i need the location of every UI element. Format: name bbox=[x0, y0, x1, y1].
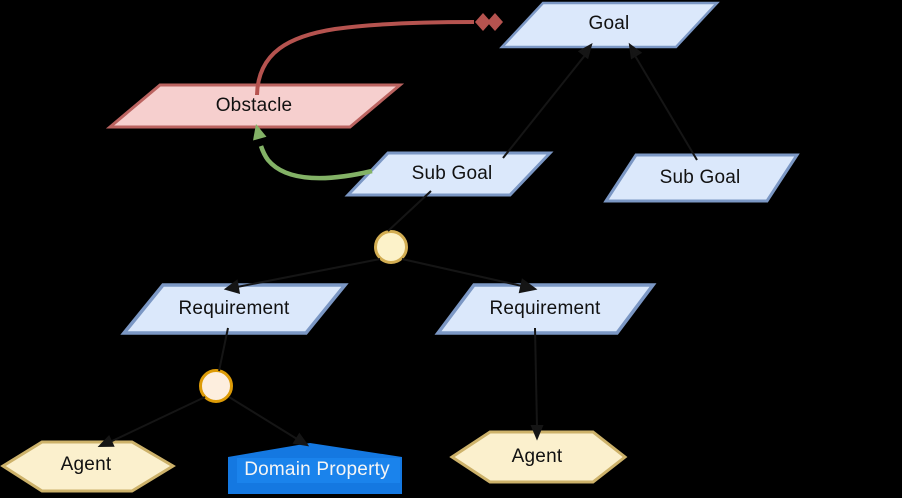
and-junction-upper[interactable] bbox=[374, 230, 408, 264]
agent-left-label: Agent bbox=[60, 454, 112, 475]
resolution-curve bbox=[258, 145, 373, 181]
refinement-link bbox=[109, 396, 206, 443]
node-requirement-left[interactable] bbox=[120, 283, 349, 335]
refinement-link bbox=[401, 258, 523, 287]
resolution-link bbox=[253, 124, 373, 181]
arrowhead-icon bbox=[577, 42, 593, 60]
domain-property-label: Domain Property bbox=[244, 459, 390, 480]
node-goal[interactable] bbox=[499, 1, 720, 49]
refinement-link bbox=[534, 327, 538, 428]
node-obstacle[interactable] bbox=[105, 83, 405, 129]
double-diamond-icon bbox=[475, 13, 491, 31]
arrowhead-icon bbox=[292, 432, 310, 447]
and-junction-lower[interactable] bbox=[199, 369, 233, 403]
node-agent-right[interactable] bbox=[449, 430, 628, 484]
arrowhead-icon bbox=[253, 124, 267, 141]
node-requirement-right[interactable] bbox=[434, 283, 657, 335]
arrowhead-icon bbox=[518, 278, 538, 294]
refinement-link bbox=[502, 53, 587, 159]
subgoal-left-label: Sub Goal bbox=[411, 163, 493, 184]
node-subgoal-right[interactable] bbox=[603, 153, 800, 203]
node-subgoal-left[interactable] bbox=[344, 151, 554, 197]
subgoal-right-label: Sub Goal bbox=[659, 167, 741, 188]
obstruction-link bbox=[255, 13, 503, 96]
requirement-left-label: Requirement bbox=[178, 298, 290, 319]
refinement-links bbox=[97, 42, 698, 448]
obstruction-curve bbox=[255, 20, 475, 96]
refinement-link bbox=[387, 190, 432, 232]
node-agent-left[interactable] bbox=[0, 440, 176, 493]
refinement-link bbox=[633, 53, 698, 161]
domain-property-label-bg bbox=[237, 458, 400, 483]
requirement-right-label: Requirement bbox=[489, 298, 601, 319]
arrowhead-icon bbox=[97, 435, 115, 448]
arrowhead-icon bbox=[223, 279, 241, 294]
obstacle-label: Obstacle bbox=[215, 95, 293, 116]
double-diamond-icon bbox=[487, 13, 503, 31]
refinement-link bbox=[236, 258, 381, 288]
arrowhead-icon bbox=[628, 42, 643, 60]
agent-right-label: Agent bbox=[511, 446, 563, 467]
goal-label: Goal bbox=[588, 13, 630, 34]
refinement-link bbox=[218, 327, 229, 372]
refinement-link bbox=[228, 396, 298, 440]
arrowhead-icon bbox=[530, 425, 544, 441]
